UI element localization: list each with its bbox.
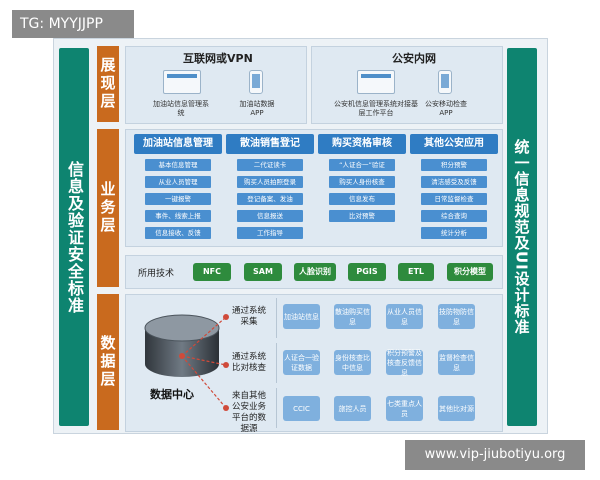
mobile-app-icon xyxy=(249,70,263,94)
panel-police-intranet xyxy=(311,46,503,124)
data-source-box: CCIC xyxy=(283,396,320,421)
data-source-box: 散油购买信息 xyxy=(334,304,371,329)
business-column-title: 加油站信息管理 xyxy=(134,134,222,154)
tech-label: 所用技术 xyxy=(138,269,175,279)
sidebar-security-standard: 信息及验证安全标准 xyxy=(59,48,89,426)
business-column-title: 其他公安应用 xyxy=(410,134,498,154)
data-source-box: 积分预警及核查反馈信息 xyxy=(386,348,423,377)
display-item-caption: 加油站信息管理系统 xyxy=(153,100,209,117)
business-column-title: 购买资格审核 xyxy=(318,134,406,154)
business-item: 二代证读卡 xyxy=(237,159,303,171)
data-source-box: 从业人员信息 xyxy=(386,304,423,329)
connector-dot xyxy=(223,314,229,320)
watermark-top: TG: MYYJJPP xyxy=(12,10,134,38)
business-item: 信息报送 xyxy=(237,210,303,222)
layer-business-label: 业务层 xyxy=(97,129,119,287)
data-source-box: 旅控人员 xyxy=(334,396,371,421)
business-item: 综合查询 xyxy=(421,210,487,222)
tech-badge: ETL xyxy=(398,263,434,281)
connector-dot xyxy=(223,405,229,411)
connector-line xyxy=(181,355,227,409)
business-item: 一键报警 xyxy=(145,193,211,205)
connector-dot xyxy=(179,353,185,359)
data-source-box: 其他比对源 xyxy=(438,396,475,421)
panel-internet xyxy=(125,46,307,124)
layer-display-label: 展现层 xyxy=(97,46,119,122)
data-source-box: 加油站信息 xyxy=(283,304,320,329)
data-source-box: 技防物防信息 xyxy=(438,304,475,329)
business-item: 工作指导 xyxy=(237,227,303,239)
database-icon xyxy=(145,328,219,377)
data-center-graphic xyxy=(144,314,229,411)
tech-badge: PGIS xyxy=(348,263,386,281)
display-item-caption: 公安移动检查APP xyxy=(425,100,467,117)
watermark-bottom: www.vip-jiubotiyu.org xyxy=(405,440,585,470)
data-source-box: 人证合一验证数据 xyxy=(283,350,320,375)
tech-badge: 积分模型 xyxy=(447,263,493,281)
tech-badge: 人脸识别 xyxy=(294,263,336,281)
business-item: 从业人员管理 xyxy=(145,176,211,188)
business-item: “人证合一”验证 xyxy=(329,159,395,171)
data-source-box: 七类重点人员 xyxy=(386,396,423,421)
panel-police-title: 公安内网 xyxy=(392,52,436,65)
divider xyxy=(276,298,277,338)
display-item-caption: 加油站数据APP xyxy=(239,100,275,117)
connector-line xyxy=(181,355,227,366)
desktop-app-icon xyxy=(357,70,395,94)
tech-badge: SAM xyxy=(244,263,282,281)
business-item: 积分预警 xyxy=(421,159,487,171)
database-top xyxy=(144,314,220,342)
display-item-caption: 公安机信息管理系统对接基层工作平台 xyxy=(334,100,418,117)
business-item: 信息接收、反馈 xyxy=(145,227,211,239)
panel-internet-title: 互联网或VPN xyxy=(183,52,253,65)
business-item: 清洁感受及反馈 xyxy=(421,176,487,188)
business-item: 基本信息管理 xyxy=(145,159,211,171)
business-item: 事件、线索上报 xyxy=(145,210,211,222)
business-item: 日常监督检查 xyxy=(421,193,487,205)
divider xyxy=(276,388,277,428)
divider xyxy=(276,343,277,383)
business-item: 信息发布 xyxy=(329,193,395,205)
layer-data-label: 数据层 xyxy=(97,294,119,430)
business-item: 购买人员拍照登录 xyxy=(237,176,303,188)
connector-dot xyxy=(223,362,229,368)
business-column-title: 散油销售登记 xyxy=(226,134,314,154)
data-source-box: 身份核查比中信息 xyxy=(334,350,371,375)
sidebar-ui-standard: 统一信息规范及UI设计标准 xyxy=(507,48,537,426)
tech-badge: NFC xyxy=(193,263,231,281)
business-item: 登记备案、发油 xyxy=(237,193,303,205)
business-item: 统计分析 xyxy=(421,227,487,239)
data-row-label: 来自其他公安业务平台的数据源 xyxy=(231,391,266,434)
data-row-label: 通过系统采集 xyxy=(231,306,266,327)
data-source-box: 监督检查信息 xyxy=(438,350,475,375)
business-item: 购买人身份核查 xyxy=(329,176,395,188)
mobile-app-icon xyxy=(438,70,452,94)
business-item: 比对预警 xyxy=(329,210,395,222)
data-center-label: 数据中心 xyxy=(150,388,194,401)
desktop-app-icon xyxy=(163,70,201,94)
data-row-label: 通过系统比对核查 xyxy=(231,352,266,373)
